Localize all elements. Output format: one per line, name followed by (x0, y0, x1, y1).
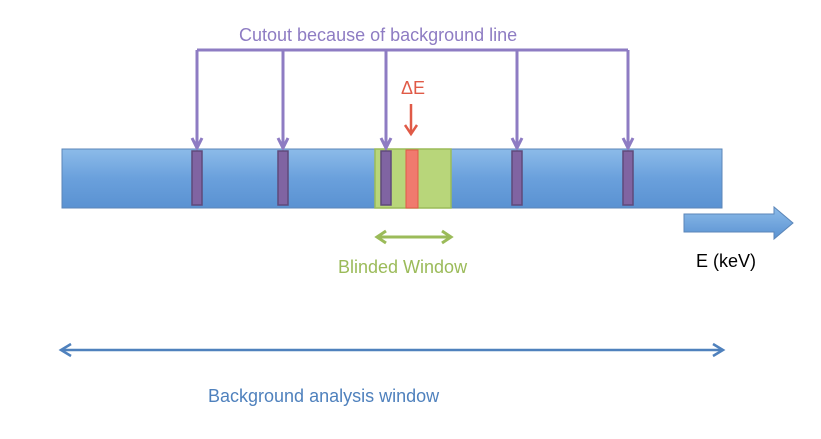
cutout-marker (380, 150, 392, 206)
signal-region-bar (405, 149, 419, 209)
cutout-line-markers (191, 150, 634, 206)
blinded-window-arrow (374, 229, 454, 245)
energy-axis-label: E (keV) (696, 251, 757, 271)
cutout-bracket (190, 48, 635, 152)
cutout-marker (622, 150, 634, 206)
energy-direction-arrow (683, 205, 794, 241)
cutout-label: Cutout because of background line (239, 25, 518, 45)
cutout-marker (277, 150, 289, 206)
blinded-window-label: Blinded Window (338, 257, 468, 277)
background-window-arrow (58, 342, 726, 358)
delta-e-arrow (403, 104, 419, 137)
cutout-marker (191, 150, 203, 206)
background-window-label: Background analysis window (208, 386, 440, 406)
cutout-marker (511, 150, 523, 206)
delta-e-label: ΔE (401, 78, 426, 98)
